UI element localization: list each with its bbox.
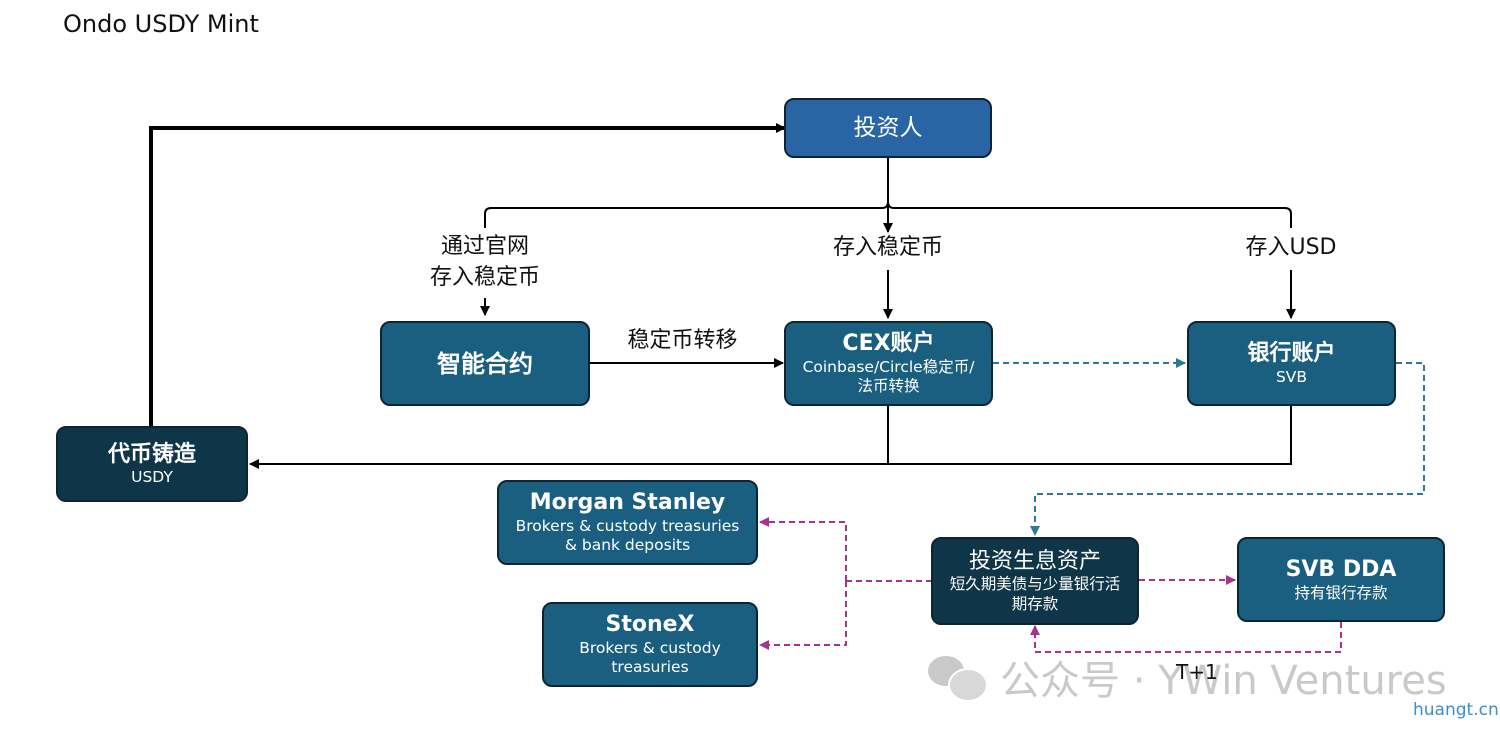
watermark-text: 公众号 · YWin Ventures	[1000, 658, 1447, 704]
yield-assets-title: 投资生息资产	[968, 548, 1101, 574]
label-stablecoin-transfer: 稳定币转移	[627, 328, 738, 353]
svb-dda-subtitle: 持有银行存款	[1294, 583, 1388, 602]
cex-subtitle: Coinbase/Circle稳定币/法币转换	[802, 357, 975, 396]
dashed-bank-to-yield	[1030, 362, 1425, 536]
morgan-stanley-box[interactable]: Morgan Stanley Brokers & custody treasur…	[497, 480, 758, 565]
token-mint-box[interactable]: 代币铸造 USDY	[56, 426, 248, 502]
page-title: Ondo USDY Mint	[63, 10, 259, 38]
investor-box[interactable]: 投资人	[784, 98, 992, 158]
morgan-stanley-subtitle: Brokers & custody treasuries & bank depo…	[515, 516, 740, 555]
yield-assets-subtitle: 短久期美债与少量银行活期存款	[949, 575, 1121, 613]
smart-contract-title: 智能合约	[437, 349, 533, 378]
bracket-branch	[484, 201, 1292, 228]
label-deposit-stablecoin: 存入稳定币	[832, 235, 943, 260]
wechat-icon	[928, 654, 988, 702]
yield-assets-box[interactable]: 投资生息资产 短久期美债与少量银行活期存款	[931, 537, 1139, 625]
investor-title: 投资人	[853, 114, 923, 141]
smart-contract-box[interactable]: 智能合约	[380, 321, 590, 406]
arrow-to-token-mint	[250, 406, 1292, 464]
bank-title: 银行账户	[1247, 341, 1336, 367]
bank-account-box[interactable]: 银行账户 SVB	[1187, 321, 1396, 406]
stonex-subtitle: Brokers & custody treasuries	[579, 638, 721, 677]
dashed-to-stonex	[759, 581, 847, 650]
cex-title: CEX账户	[842, 331, 935, 357]
dashed-to-morgan-stanley	[759, 517, 847, 581]
site-watermark: huangt.cn	[1413, 700, 1499, 720]
stonex-title: StoneX	[605, 612, 695, 638]
arrow-mint-to-investor	[149, 123, 786, 427]
label-deposit-usd: 存入USD	[1245, 235, 1337, 260]
token-mint-subtitle: USDY	[131, 468, 173, 487]
svb-dda-box[interactable]: SVB DDA 持有银行存款	[1237, 537, 1445, 622]
dashed-svb-dda-to-yield	[1030, 622, 1342, 653]
label-via-website: 通过官网 存入稳定币	[429, 234, 540, 290]
cex-account-box[interactable]: CEX账户 Coinbase/Circle稳定币/法币转换	[784, 321, 993, 406]
bank-subtitle: SVB	[1275, 367, 1308, 386]
token-mint-title: 代币铸造	[107, 441, 196, 467]
label-t-plus-one: T+1	[1176, 660, 1218, 684]
svb-dda-title: SVB DDA	[1285, 557, 1397, 583]
morgan-stanley-title: Morgan Stanley	[529, 490, 726, 516]
watermark: 公众号 · YWin Ventures	[928, 648, 1447, 706]
stonex-box[interactable]: StoneX Brokers & custody treasuries	[542, 602, 758, 687]
